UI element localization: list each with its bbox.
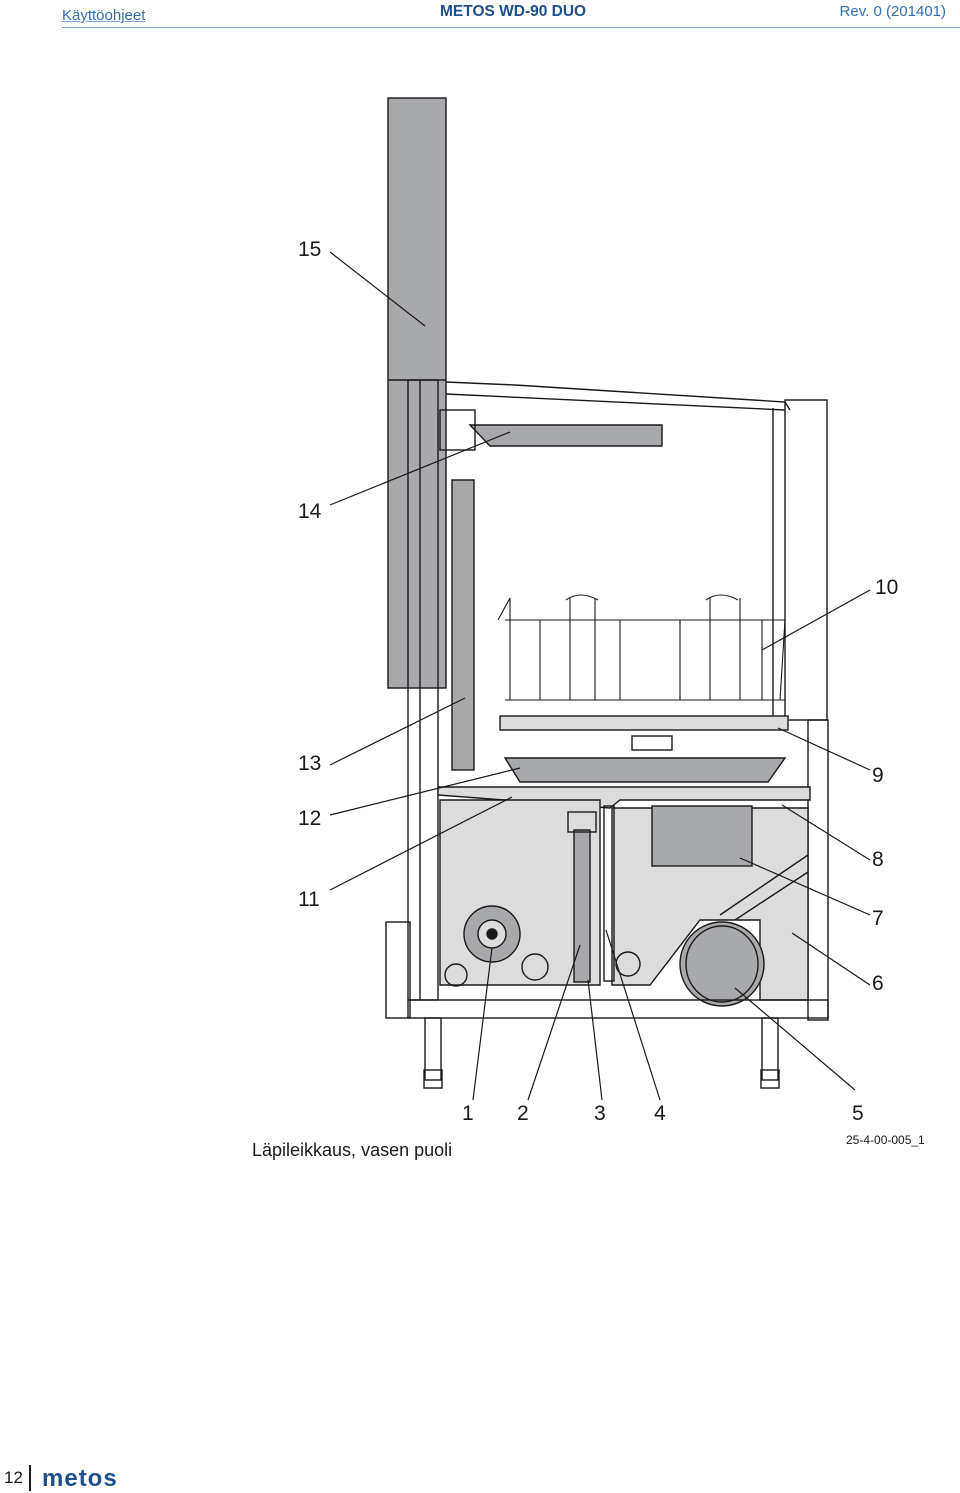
brand-wordmark: metos	[42, 1467, 118, 1489]
figure-id: 25-4-00-005_1	[846, 1133, 925, 1147]
callout-9: 9	[872, 764, 884, 787]
callout-5: 5	[852, 1102, 864, 1125]
machine-outline	[385, 97, 829, 1089]
page-header: Käyttöohjeet METOS WD-90 DUO Rev. 0 (201…	[0, 0, 960, 30]
callout-2: 2	[517, 1102, 529, 1125]
metos-logo-icon: metos	[42, 1467, 118, 1489]
header-rule	[62, 27, 960, 28]
footer-divider	[29, 1465, 31, 1491]
leader-lines	[329, 251, 871, 1101]
callout-13: 13	[298, 752, 321, 775]
revision-label: Rev. 0 (201401)	[839, 3, 946, 20]
callout-labels: 15 14 10 13 9 12 8 11 7 6 1 2 3 4 5	[298, 238, 898, 1125]
callout-15: 15	[298, 238, 321, 261]
callout-8: 8	[872, 848, 884, 871]
callout-14: 14	[298, 500, 322, 523]
callout-3: 3	[594, 1102, 606, 1125]
callout-12: 12	[298, 807, 321, 830]
product-title: METOS WD-90 DUO	[440, 3, 587, 20]
section-link[interactable]: Käyttöohjeet	[62, 7, 146, 24]
callout-7: 7	[872, 907, 884, 930]
callout-1: 1	[462, 1102, 474, 1125]
page-number: 12	[4, 1468, 23, 1487]
callout-10: 10	[875, 576, 898, 599]
callout-6: 6	[872, 972, 884, 995]
callout-4: 4	[654, 1102, 666, 1125]
figure-caption: Läpileikkaus, vasen puoli	[252, 1140, 453, 1160]
callout-11: 11	[298, 888, 320, 911]
